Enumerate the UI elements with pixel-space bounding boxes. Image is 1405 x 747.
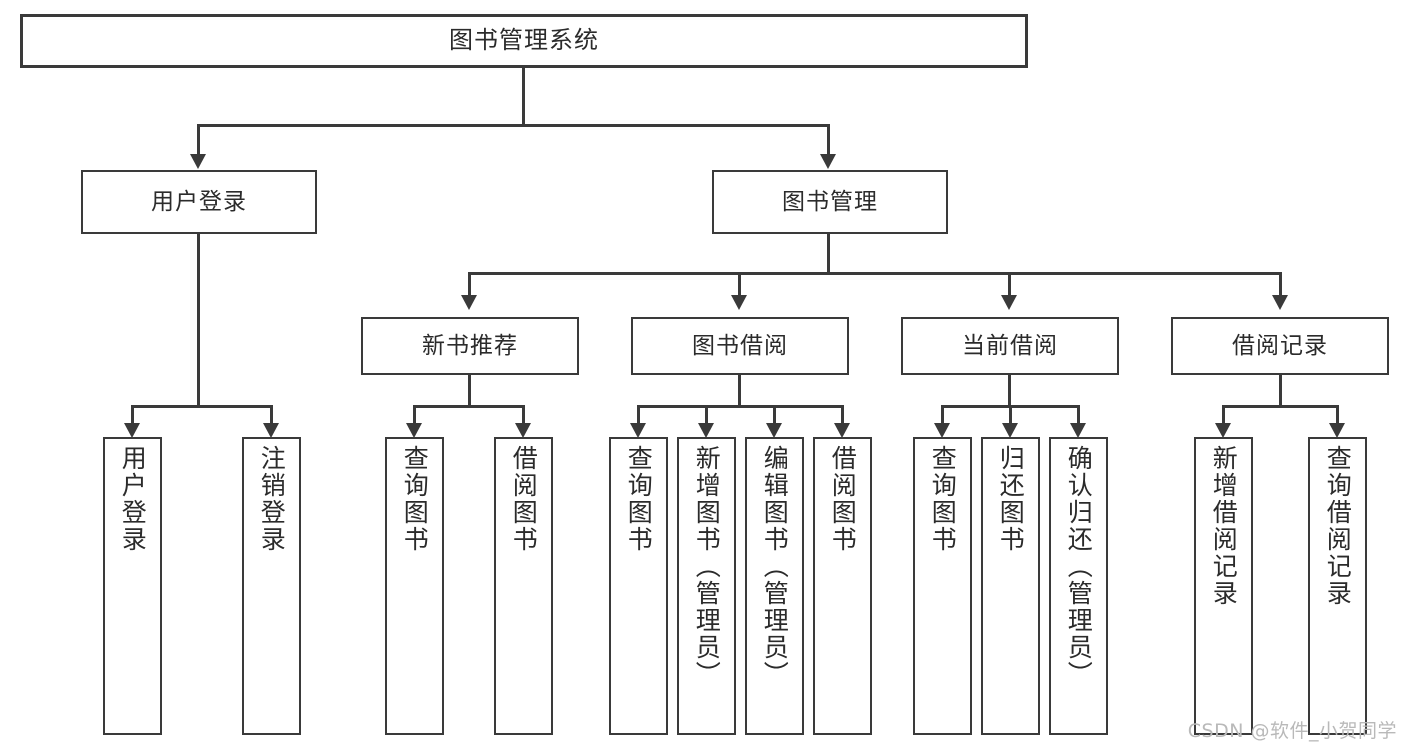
connector-root-stem [522,68,525,124]
leaf-add-book-admin[interactable]: 新增图书（管理员） [677,437,736,735]
arrowhead-leaf-query-book-3 [934,423,950,438]
arrowhead-leaf-add-book [698,423,714,438]
connector-to-book-borrow [738,272,741,298]
connector-borrow-record-bus [1222,405,1339,408]
connector-root-to-user-login [197,124,200,156]
node-current-borrow[interactable]: 当前借阅 [901,317,1119,375]
connector-to-new-book [468,272,471,298]
node-label: 图书管理系统 [449,26,599,55]
connector-book-borrow-leaf1 [637,405,640,427]
leaf-label: 编辑图书（管理员） [760,445,790,688]
connector-level3-bus [468,272,1282,275]
node-label: 图书管理 [782,188,878,215]
leaf-label: 归还图书 [996,445,1026,553]
leaf-label: 查询图书 [400,445,430,553]
node-user-login[interactable]: 用户登录 [81,170,317,234]
arrowhead-leaf-edit-book [766,423,782,438]
leaf-label: 借阅图书 [828,445,858,553]
connector-new-book-bus [413,405,525,408]
arrowhead-leaf-borrow-book-2 [834,423,850,438]
leaf-add-borrow-record[interactable]: 新增借阅记录 [1194,437,1253,735]
arrowhead-borrow-record [1272,295,1288,310]
leaf-user-login[interactable]: 用户登录 [103,437,162,735]
node-label: 新书推荐 [422,332,518,359]
arrowhead-leaf-confirm-return [1070,423,1086,438]
arrowhead-leaf-return-book [1002,423,1018,438]
leaf-label: 查询图书 [624,445,654,553]
node-root-system[interactable]: 图书管理系统 [20,14,1028,68]
connector-current-borrow-leaf3 [1077,405,1080,427]
connector-borrow-record-stem [1279,375,1282,405]
arrowhead-book-borrow [731,295,747,310]
leaf-label: 查询图书 [928,445,958,553]
leaf-label: 新增图书（管理员） [692,445,722,688]
node-label: 用户登录 [151,188,247,215]
leaf-label: 用户登录 [118,445,148,553]
connector-user-login-leaf2 [270,405,273,427]
connector-root-bus [197,124,829,127]
connector-book-borrow-leaf4 [841,405,844,427]
arrowhead-leaf-logout [263,423,279,438]
leaf-query-borrow-record[interactable]: 查询借阅记录 [1308,437,1367,735]
leaf-edit-book-admin[interactable]: 编辑图书（管理员） [745,437,804,735]
leaf-return-book[interactable]: 归还图书 [981,437,1040,735]
leaf-label: 查询借阅记录 [1323,445,1353,607]
arrowhead-current-borrow [1001,295,1017,310]
arrowhead-leaf-query-book-2 [630,423,646,438]
arrowhead-user-login [190,154,206,169]
arrowhead-leaf-query-book-1 [406,423,422,438]
connector-to-current-borrow [1008,272,1011,298]
leaf-label: 注销登录 [257,445,287,553]
connector-user-login-bus [131,405,273,408]
leaf-logout[interactable]: 注销登录 [242,437,301,735]
arrowhead-leaf-borrow-book-1 [515,423,531,438]
connector-new-book-stem [468,375,471,405]
arrowhead-book-mgmt [820,154,836,169]
leaf-borrow-book-recommend[interactable]: 借阅图书 [494,437,553,735]
node-book-management[interactable]: 图书管理 [712,170,948,234]
arrowhead-leaf-user-login [124,423,140,438]
leaf-query-book-recommend[interactable]: 查询图书 [385,437,444,735]
connector-borrow-record-leaf2 [1336,405,1339,427]
node-borrow-record[interactable]: 借阅记录 [1171,317,1389,375]
node-new-book-recommend[interactable]: 新书推荐 [361,317,579,375]
leaf-query-book-borrow[interactable]: 查询图书 [609,437,668,735]
connector-borrow-record-leaf1 [1222,405,1225,427]
connector-book-borrow-leaf3 [773,405,776,427]
connector-root-to-book-mgmt [827,124,830,156]
connector-new-book-leaf1 [413,405,416,427]
node-label: 借阅记录 [1232,332,1328,359]
leaf-confirm-return-admin[interactable]: 确认归还（管理员） [1049,437,1108,735]
connector-user-login-stem [197,234,200,405]
leaf-label: 借阅图书 [509,445,539,553]
connector-book-borrow-stem [738,375,741,405]
connector-book-borrow-bus [637,405,842,408]
connector-current-borrow-leaf1 [941,405,944,427]
arrowhead-leaf-query-record [1329,423,1345,438]
leaf-label: 新增借阅记录 [1209,445,1239,607]
node-label: 图书借阅 [692,332,788,359]
leaf-query-book-current[interactable]: 查询图书 [913,437,972,735]
connector-book-mgmt-stem [827,234,830,274]
arrowhead-leaf-add-record [1215,423,1231,438]
connector-current-borrow-leaf2 [1009,405,1012,427]
arrowhead-new-book [461,295,477,310]
leaf-label: 确认归还（管理员） [1064,445,1094,688]
leaf-borrow-book[interactable]: 借阅图书 [813,437,872,735]
connector-to-borrow-record [1279,272,1282,298]
node-label: 当前借阅 [962,332,1058,359]
connector-book-borrow-leaf2 [705,405,708,427]
connector-new-book-leaf2 [522,405,525,427]
node-book-borrow[interactable]: 图书借阅 [631,317,849,375]
connector-current-borrow-stem [1008,375,1011,405]
connector-user-login-leaf1 [131,405,134,427]
